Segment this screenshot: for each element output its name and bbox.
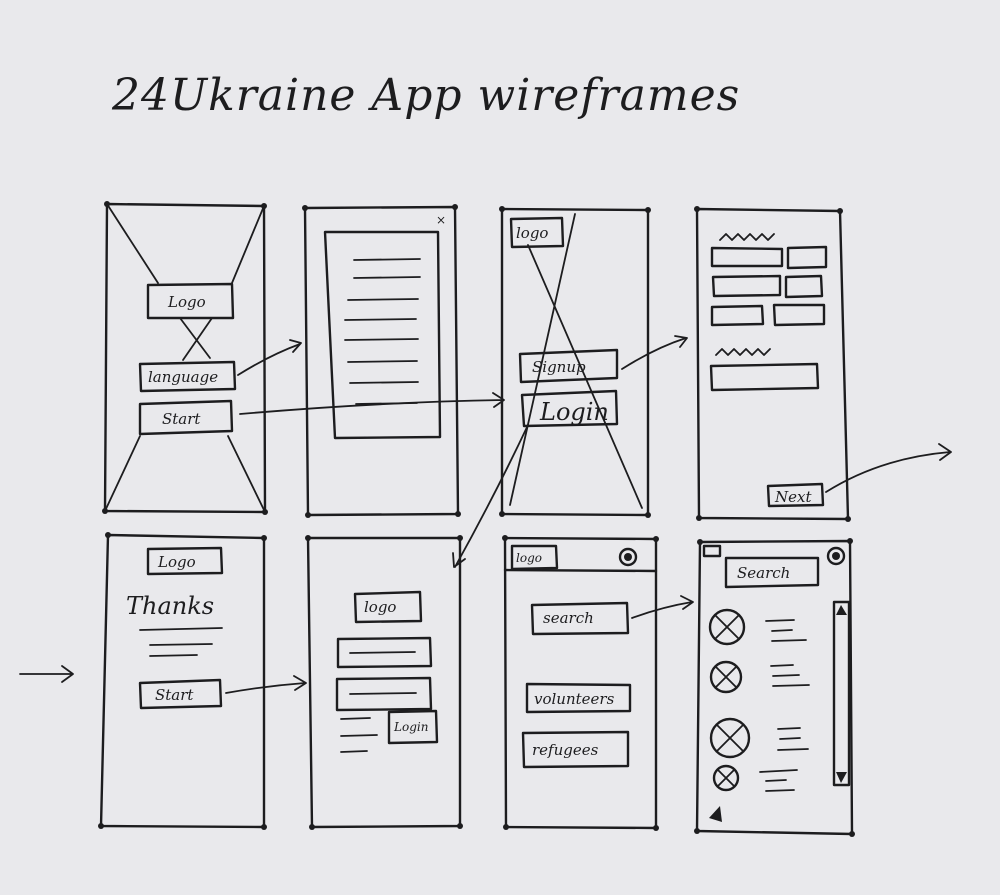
start-button[interactable] bbox=[138, 399, 234, 436]
list-item[interactable] bbox=[709, 717, 809, 759]
list-item[interactable] bbox=[712, 764, 798, 792]
language-label: language bbox=[148, 368, 218, 386]
language-button[interactable] bbox=[138, 360, 237, 393]
next-label: Next bbox=[774, 488, 812, 506]
scroll-up-icon[interactable] bbox=[836, 605, 847, 615]
start-label: Start bbox=[155, 686, 194, 704]
sheet-title: 24Ukraine App wireframes bbox=[111, 70, 740, 121]
login-button[interactable] bbox=[520, 389, 619, 428]
next-button[interactable] bbox=[766, 482, 825, 508]
text-panel bbox=[323, 230, 442, 440]
logo-label: logo bbox=[516, 551, 542, 565]
arrow-start-to-login bbox=[225, 675, 307, 694]
logo-box bbox=[510, 544, 559, 571]
close-icon[interactable]: × bbox=[436, 213, 446, 227]
placeholder-cross bbox=[509, 213, 643, 509]
avatar-icon[interactable] bbox=[826, 546, 846, 566]
section-heading bbox=[715, 348, 771, 356]
field-line bbox=[349, 692, 417, 695]
arrow-language-to-terms bbox=[237, 339, 302, 376]
scrollbar-track[interactable] bbox=[832, 600, 851, 787]
logo-box bbox=[146, 546, 224, 576]
start-button[interactable] bbox=[138, 678, 223, 710]
logo-label: Logo bbox=[167, 293, 206, 311]
arrow-login-to-login bbox=[452, 424, 529, 568]
login-button[interactable] bbox=[387, 709, 439, 745]
start-label: Start bbox=[162, 410, 201, 428]
list-item[interactable] bbox=[708, 608, 807, 646]
thumbnail-placeholder-icon bbox=[712, 764, 740, 792]
thanks-heading: Thanks bbox=[126, 592, 214, 620]
screen-auth: logo Signup Login bbox=[499, 206, 651, 518]
thumbnail-placeholder-icon bbox=[709, 717, 751, 759]
field-line bbox=[349, 651, 416, 654]
form-fields[interactable] bbox=[710, 245, 828, 327]
section-heading bbox=[719, 233, 775, 241]
thumbnail-placeholder-icon bbox=[709, 660, 743, 694]
signup-label: Signup bbox=[532, 358, 586, 376]
logo-label: Logo bbox=[157, 553, 196, 571]
logo-box bbox=[353, 590, 423, 624]
header-divider bbox=[503, 568, 658, 573]
screen-frame bbox=[306, 536, 462, 829]
login-label: Login bbox=[539, 398, 609, 426]
result-list bbox=[708, 608, 810, 792]
wide-field[interactable] bbox=[709, 362, 820, 392]
username-field[interactable] bbox=[336, 636, 433, 669]
signup-button[interactable] bbox=[518, 348, 619, 384]
volunteers-button[interactable] bbox=[525, 682, 632, 714]
refugees-button[interactable] bbox=[521, 730, 630, 769]
text-lines bbox=[139, 627, 223, 657]
screen-terms: × bbox=[302, 204, 461, 518]
volunteers-label: volunteers bbox=[534, 690, 615, 708]
arrow-next-out bbox=[825, 443, 952, 493]
arrow-start-to-auth bbox=[239, 392, 505, 415]
screen-thanks: Logo Thanks Start bbox=[98, 532, 267, 830]
logo-box bbox=[509, 216, 565, 249]
thumbnail-placeholder-icon bbox=[708, 608, 746, 646]
screen-form: Next bbox=[694, 206, 851, 522]
refugees-label: refugees bbox=[532, 741, 599, 759]
arrow-signup-to-form bbox=[621, 335, 688, 370]
logo-label: logo bbox=[516, 224, 548, 242]
login-label: Login bbox=[393, 720, 428, 734]
back-arrow-icon[interactable] bbox=[709, 806, 722, 822]
menu-icon[interactable] bbox=[702, 544, 722, 558]
screen-splash: Logo language Start bbox=[102, 201, 268, 515]
arrow-in-thanks bbox=[19, 665, 74, 683]
search-label: Search bbox=[737, 564, 790, 582]
list-item[interactable] bbox=[709, 660, 810, 694]
connector-lines bbox=[179, 317, 213, 361]
logo-label: logo bbox=[364, 598, 396, 616]
avatar-icon[interactable] bbox=[618, 547, 638, 567]
scroll-down-icon[interactable] bbox=[836, 772, 847, 783]
screen-login: logo Login bbox=[305, 535, 463, 830]
screen-home: logo search volunteers refugees bbox=[502, 535, 659, 831]
placeholder-cross bbox=[104, 203, 266, 513]
search-label: search bbox=[543, 609, 594, 627]
search-button[interactable] bbox=[530, 601, 630, 636]
text-lines bbox=[344, 258, 421, 405]
arrow-search-to-results bbox=[631, 595, 694, 619]
password-field[interactable] bbox=[335, 676, 433, 712]
text-lines bbox=[340, 717, 378, 753]
search-button[interactable] bbox=[724, 556, 820, 589]
screen-results: Search bbox=[694, 538, 855, 837]
logo-box bbox=[146, 282, 235, 320]
flow-arrows bbox=[19, 335, 952, 694]
